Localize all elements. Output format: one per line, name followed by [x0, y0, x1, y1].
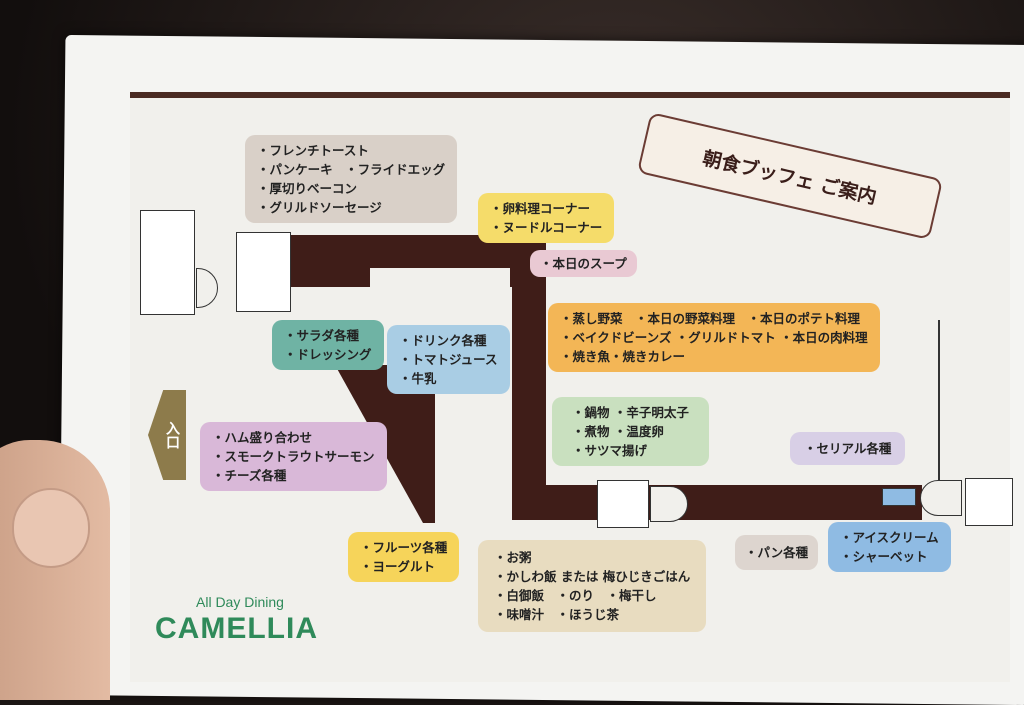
menu-item: ・お粥 — [494, 550, 532, 565]
bubble-soup: ・本日のスープ — [530, 250, 637, 277]
menu-item: ・トマトジュース — [399, 352, 498, 367]
door-arc — [920, 480, 962, 516]
menu-item: ・サラダ各種 — [284, 328, 360, 343]
bubble-rice: ・お粥・かしわ飯 または 梅ひじきごはん・白御飯 ・のり ・梅干し・味噌汁 ・ほ… — [478, 540, 707, 632]
bubble-egg-noodle: ・卵料理コーナー・ヌードルコーナー — [478, 193, 615, 243]
menu-item: ・焼き魚・焼きカレー — [560, 349, 686, 364]
counter-bottom — [512, 485, 922, 520]
menu-item: ・厚切りベーコン — [257, 181, 358, 196]
menu-item: ・蒸し野菜 ・本日の野菜料理 ・本日のポテト料理 — [560, 311, 861, 326]
menu-item: ・パンケーキ ・フライドエッグ — [257, 162, 446, 177]
bubble-cold-cuts: ・ハム盛り合わせ・スモークトラウトサーモン・チーズ各種 — [200, 422, 387, 491]
menu-item: ・チーズ各種 — [212, 468, 287, 483]
menu-item: ・グリルドソーセージ — [257, 200, 382, 215]
menu-item: ・フルーツ各種 — [360, 540, 448, 555]
bubble-cereal: ・セリアル各種 — [790, 432, 906, 465]
menu-item: ・白御飯 ・のり ・梅干し — [494, 588, 657, 603]
menu-item: ・パン各種 — [745, 545, 809, 560]
menu-item: ・シャーベット — [840, 549, 928, 564]
menu-item: ・かしわ飯 または 梅ひじきごはん — [494, 569, 691, 584]
bubble-bread: ・パン各種 — [735, 535, 819, 570]
menu-item: ・アイスクリーム — [840, 530, 939, 545]
menu-item: ・ベイクドビーンズ ・グリルドトマト ・本日の肉料理 — [560, 330, 868, 345]
menu-item: ・セリアル各種 — [804, 441, 892, 456]
menu-item: ・フレンチトースト — [257, 143, 369, 158]
hand — [0, 440, 110, 700]
menu-item: ・スモークトラウトサーモン — [212, 449, 375, 464]
menu-item: ・味噌汁 ・ほうじ茶 — [494, 607, 620, 622]
menu-item: ・牛乳 — [399, 371, 437, 386]
station-box — [965, 478, 1013, 526]
menu-item: ・ヨーグルト — [360, 559, 436, 574]
bubble-drinks: ・ドリンク各種・トマトジュース・牛乳 — [387, 325, 510, 394]
station-box — [597, 480, 649, 528]
door-arc — [650, 486, 688, 522]
counter-notch — [370, 268, 510, 287]
menu-item: ・卵料理コーナー — [490, 201, 591, 216]
door — [140, 210, 195, 315]
menu-item: ・本日のスープ — [540, 256, 627, 271]
bubble-western: ・フレンチトースト・パンケーキ ・フライドエッグ・厚切りベーコン・グリルドソーセ… — [245, 135, 458, 223]
bubble-dessert: ・アイスクリーム・シャーベット — [828, 522, 951, 572]
wall-line — [938, 320, 940, 480]
logo-tagline: All Day Dining — [196, 594, 284, 610]
menu-item: ・ドリンク各種 — [399, 333, 487, 348]
menu-item: ・煮物 ・温度卵 — [572, 424, 664, 439]
counter-vertical — [512, 235, 546, 520]
logo-name: CAMELLIA — [155, 612, 318, 645]
menu-item: ・サツマ揚げ — [572, 443, 648, 458]
menu-item: ・鍋物 ・辛子明太子 — [572, 405, 689, 420]
thumb — [12, 488, 90, 568]
menu-item: ・ハム盛り合わせ — [212, 430, 313, 445]
station-box — [236, 232, 291, 312]
menu-item: ・ドレッシング — [284, 347, 372, 362]
ice-cream-freezer — [882, 488, 916, 506]
menu-item: ・ヌードルコーナー — [490, 220, 603, 235]
bubble-fruit: ・フルーツ各種・ヨーグルト — [348, 532, 460, 582]
bubble-hot-dishes: ・蒸し野菜 ・本日の野菜料理 ・本日のポテト料理・ベイクドビーンズ ・グリルドト… — [548, 303, 880, 372]
bubble-salad: ・サラダ各種・ドレッシング — [272, 320, 384, 370]
bubble-japanese: ・鍋物 ・辛子明太子・煮物 ・温度卵・サツマ揚げ — [552, 397, 709, 466]
